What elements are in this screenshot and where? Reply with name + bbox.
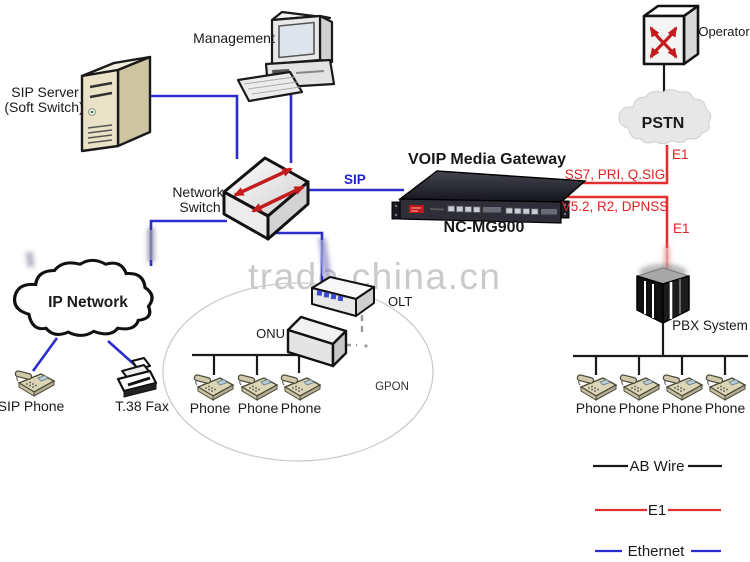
gateway-device-icon bbox=[391, 170, 587, 224]
phone-label: Phone bbox=[662, 400, 703, 416]
fiber-dot bbox=[364, 344, 368, 348]
sip-phone-icon bbox=[14, 369, 55, 397]
phone-icon bbox=[280, 373, 321, 401]
operator-arrows-icon bbox=[649, 26, 678, 59]
sip-server-label-line2: (Soft Switch) bbox=[4, 99, 83, 115]
management-pc-icon bbox=[236, 10, 336, 103]
legend-e1-label: E1 bbox=[648, 502, 666, 519]
management-label: Management bbox=[193, 30, 275, 46]
onu-label: ONU bbox=[256, 326, 285, 341]
link-pstn-gateway bbox=[552, 145, 669, 185]
pbx-label: PBX System bbox=[672, 318, 748, 333]
phone-icon bbox=[576, 373, 617, 401]
phone-icon bbox=[237, 373, 278, 401]
e1-top-label: E1 bbox=[672, 147, 689, 162]
phone-icon bbox=[619, 373, 660, 401]
gateway-model-label: NC-MG900 bbox=[444, 219, 525, 236]
e1-bottom-label: E1 bbox=[673, 221, 690, 236]
operator-label: Operator bbox=[698, 24, 750, 39]
network-switch-label-line2: Switch bbox=[179, 199, 220, 215]
ss7-pri-qsig-label: SS7, PRI, Q.SIG bbox=[565, 167, 666, 182]
legend: AB Wire E1 Ethernet bbox=[593, 458, 722, 560]
phone-icon bbox=[662, 373, 703, 401]
gateway-title: VOIP Media Gateway bbox=[408, 151, 566, 168]
link-ipnetwork-fax bbox=[107, 340, 137, 367]
legend-ab-wire-label: AB Wire bbox=[629, 458, 684, 475]
sip-phone-label: SIP Phone bbox=[0, 398, 65, 414]
pstn-label: PSTN bbox=[642, 115, 685, 132]
sip-link-label: SIP bbox=[344, 172, 366, 187]
phone-label: Phone bbox=[705, 400, 746, 416]
phone-label: Phone bbox=[190, 400, 231, 416]
onu-icon bbox=[286, 315, 348, 368]
olt-icon bbox=[311, 276, 375, 317]
link-switch-ipnetwork bbox=[149, 219, 227, 266]
gpon-boundary-ellipse bbox=[162, 282, 434, 462]
switch-arrows-icon bbox=[233, 167, 305, 213]
network-switch-icon bbox=[222, 156, 310, 241]
phone-label: Phone bbox=[281, 400, 322, 416]
network-switch-label-line1: Network bbox=[172, 184, 224, 200]
olt-label: OLT bbox=[388, 294, 412, 309]
sip-server-label-line1: SIP Server bbox=[11, 84, 79, 100]
t38-fax-icon bbox=[116, 357, 158, 398]
ab-wire-links bbox=[192, 65, 748, 375]
v52-r2-dpnss-label: V5.2, R2, DPNSS bbox=[562, 199, 669, 214]
pbx-icon bbox=[636, 267, 690, 324]
link-ipnetwork-sipphone bbox=[31, 337, 59, 372]
phone-icon bbox=[193, 373, 234, 401]
fiber-links bbox=[345, 315, 364, 347]
phone-label: Phone bbox=[576, 400, 617, 416]
phone-label: Phone bbox=[619, 400, 660, 416]
legend-ethernet-label: Ethernet bbox=[628, 543, 686, 560]
link-server-switch bbox=[151, 94, 239, 159]
ip-network-label: IP Network bbox=[48, 294, 128, 311]
sip-server-icon bbox=[80, 55, 152, 153]
phone-icon bbox=[705, 373, 746, 401]
phone-label: Phone bbox=[238, 400, 279, 416]
t38-fax-label: T.38 Fax bbox=[115, 398, 169, 414]
gpon-label: GPON bbox=[375, 381, 409, 393]
